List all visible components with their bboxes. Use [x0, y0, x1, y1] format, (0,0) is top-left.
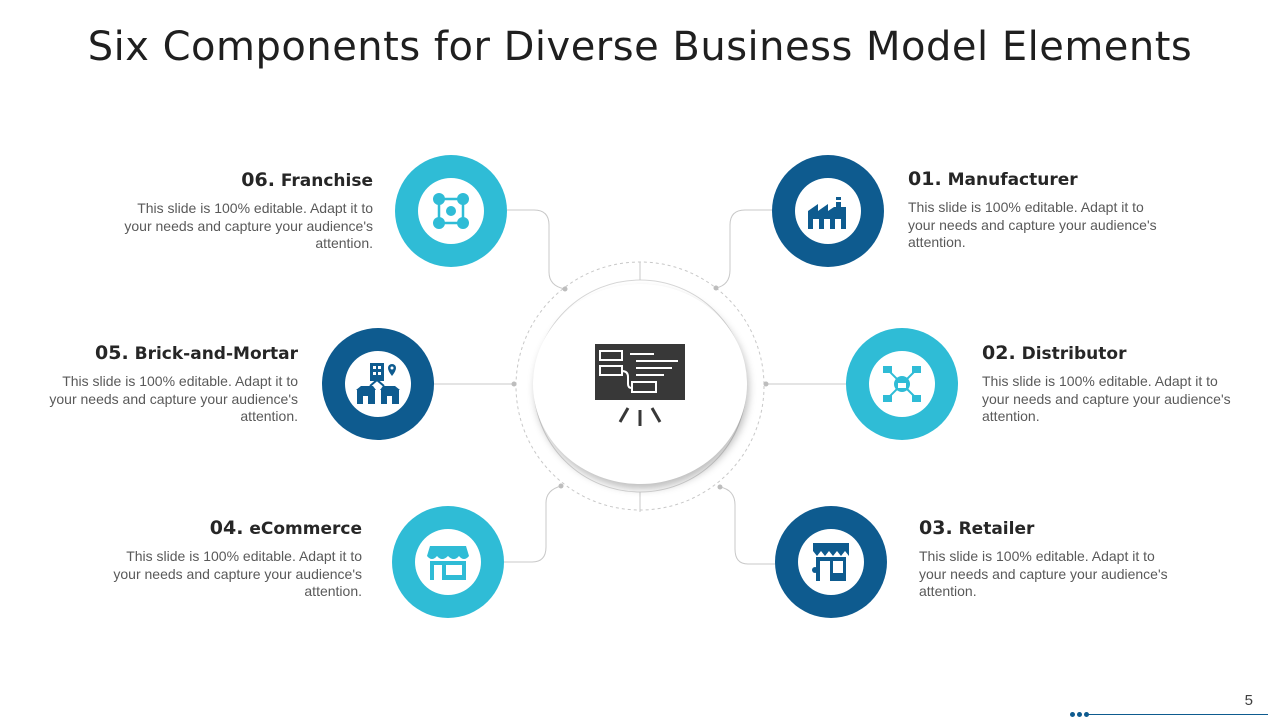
footer-line	[1088, 714, 1268, 715]
slide-title: Six Components for Diverse Business Mode…	[87, 24, 1193, 70]
label-retailer: 03. Retailer This slide is 100% editable…	[919, 517, 1179, 601]
component-name: Franchise	[280, 171, 373, 191]
network-nodes-icon	[433, 193, 469, 229]
component-name: Retailer	[958, 519, 1035, 539]
connector-dot-distributor	[763, 381, 769, 387]
component-number: 05.	[95, 342, 129, 364]
connector-retailer	[719, 486, 776, 565]
node-distributor	[846, 328, 958, 440]
connector-dot-ecommerce	[558, 483, 564, 489]
component-name: Manufacturer	[947, 170, 1078, 190]
component-name: Distributor	[1021, 344, 1127, 364]
connector-manufacturer	[715, 209, 773, 289]
component-number: 02.	[982, 342, 1016, 364]
component-name: Brick-and-Mortar	[134, 344, 298, 364]
component-description: This slide is 100% editable. Adapt it to…	[49, 373, 298, 424]
page-number: 5	[1244, 692, 1253, 709]
distribution-network-icon	[883, 366, 921, 402]
label-brick-and-mortar: 05. Brick-and-Mortar This slide is 100% …	[38, 342, 298, 426]
connector-dot-retailer	[717, 484, 723, 490]
component-number: 01.	[908, 168, 942, 190]
component-number: 06.	[241, 169, 275, 191]
label-franchise: 06. Franchise This slide is 100% editabl…	[113, 169, 373, 253]
presentation-board-icon	[595, 344, 685, 426]
node-ecommerce	[392, 506, 504, 618]
component-number: 04.	[209, 517, 244, 539]
retail-shop-icon	[812, 543, 849, 581]
component-number: 03.	[919, 517, 953, 539]
factory-icon	[808, 197, 846, 229]
component-name: eCommerce	[249, 519, 362, 539]
node-brick-and-mortar	[322, 328, 434, 440]
buildings-location-icon	[356, 363, 400, 404]
connector-ecommerce	[504, 485, 562, 563]
footer-dots	[1070, 712, 1089, 717]
component-description: This slide is 100% editable. Adapt it to…	[113, 548, 362, 599]
component-description: This slide is 100% editable. Adapt it to…	[908, 199, 1157, 250]
label-ecommerce: 04. eCommerce This slide is 100% editabl…	[102, 517, 362, 601]
connector-dot-franchise	[562, 286, 568, 292]
component-description: This slide is 100% editable. Adapt it to…	[919, 548, 1168, 599]
label-manufacturer: 01. Manufacturer This slide is 100% edit…	[908, 168, 1168, 252]
component-description: This slide is 100% editable. Adapt it to…	[124, 200, 373, 251]
label-distributor: 02. Distributor This slide is 100% edita…	[982, 342, 1242, 426]
node-manufacturer	[772, 155, 884, 267]
store-front-icon	[427, 546, 469, 580]
connector-franchise	[507, 209, 566, 290]
connector-dot-manufacturer	[713, 285, 719, 291]
connector-dot-brick-and-mortar	[511, 381, 517, 387]
component-description: This slide is 100% editable. Adapt it to…	[982, 373, 1231, 424]
node-franchise	[395, 155, 507, 267]
node-retailer	[775, 506, 887, 618]
